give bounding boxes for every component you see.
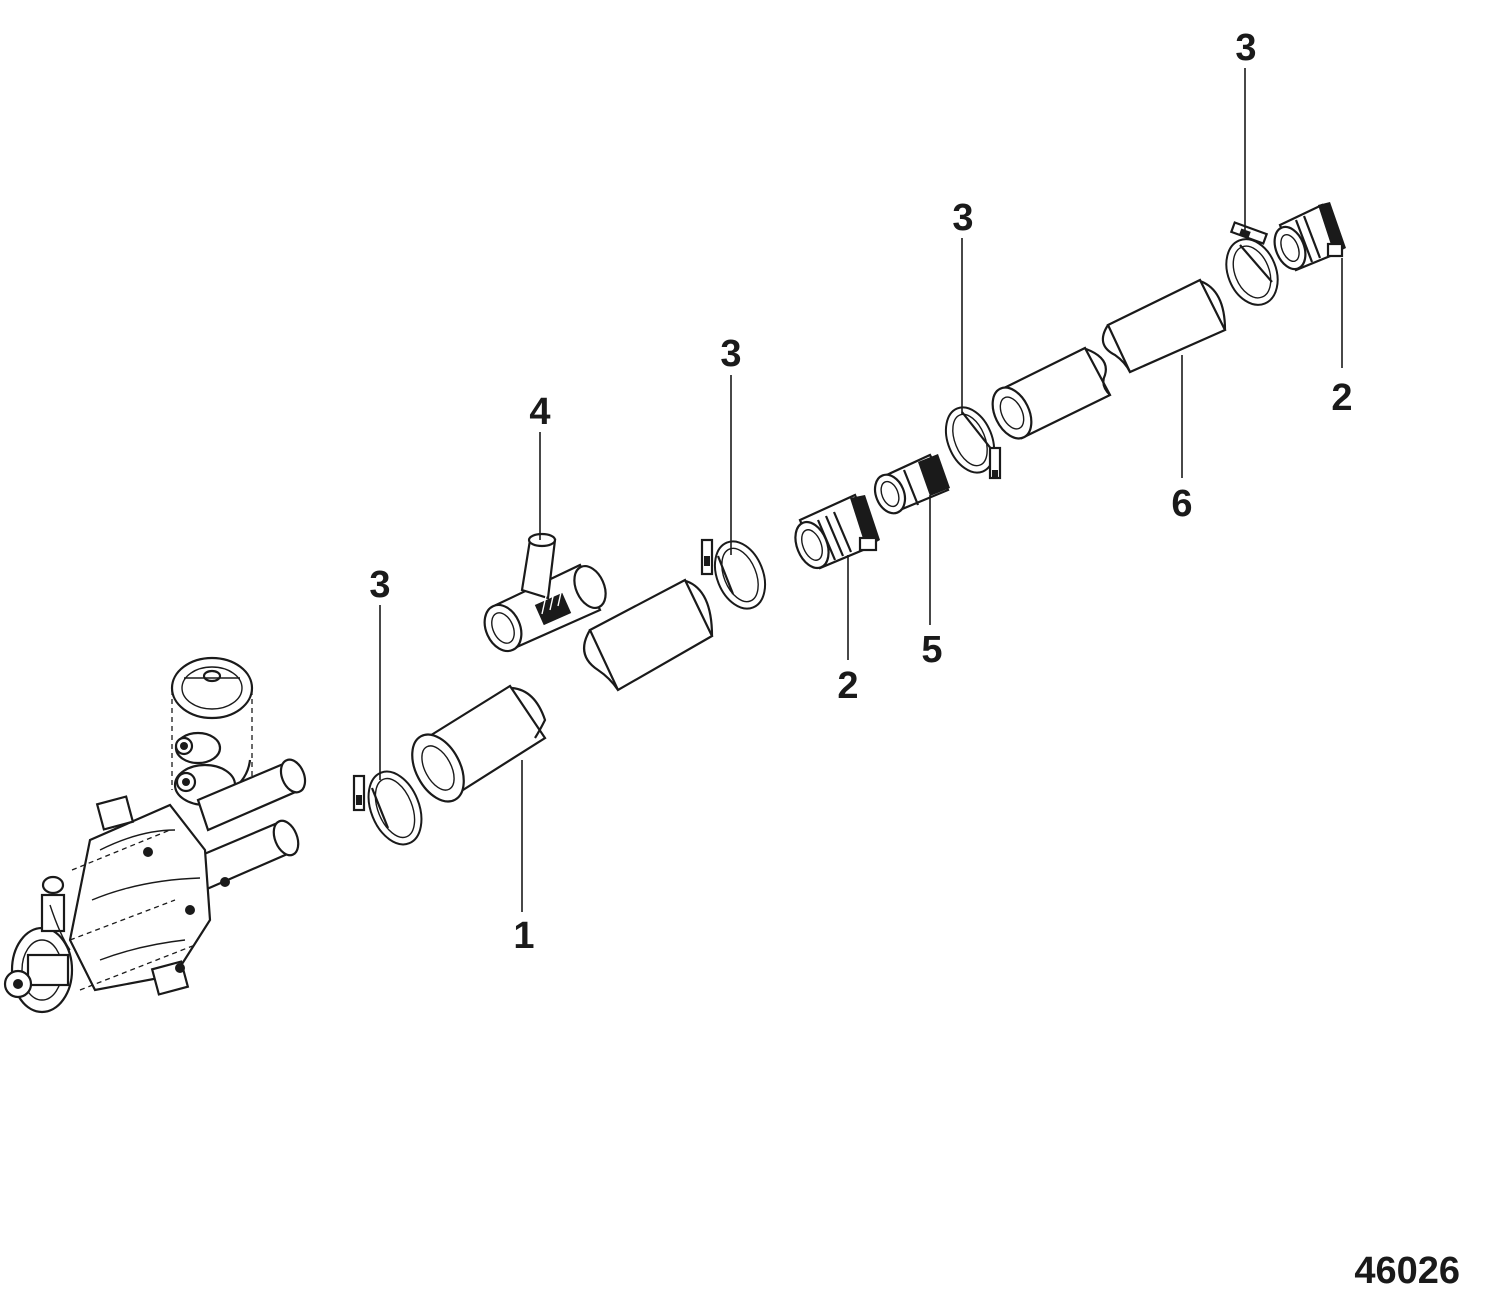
callout-2-mid: 2	[837, 665, 858, 707]
hose-section-middle	[582, 578, 714, 692]
hose-1	[411, 684, 547, 803]
callout-5: 5	[921, 629, 942, 671]
callout-3-left: 3	[369, 564, 390, 606]
callout-2-right: 2	[1331, 377, 1352, 419]
adapter-2-mid	[794, 493, 880, 570]
callout-3-mid: 3	[952, 197, 973, 239]
callout-6: 6	[1171, 483, 1192, 525]
callout-3-right: 3	[1235, 27, 1256, 69]
leader-lines	[379, 68, 1343, 912]
adapter-2-right	[1273, 202, 1346, 272]
figure-number: 46026	[1354, 1250, 1460, 1292]
hose-section-right	[991, 346, 1112, 440]
seawater-pump-assembly	[3, 656, 307, 1014]
callout-3-center: 3	[720, 333, 741, 375]
tee-fitting-4	[483, 532, 607, 653]
hose-clamp-right	[1225, 221, 1279, 306]
hose-6	[1101, 278, 1227, 374]
hose-clamp-mid	[944, 406, 1002, 480]
callout-1: 1	[513, 915, 534, 957]
hose-clamp-center	[700, 538, 767, 610]
callout-4: 4	[529, 391, 550, 433]
fitting-5	[873, 453, 950, 515]
callout-labels: 3 1 4 3 2 5 3 6 3 2	[369, 27, 1352, 957]
